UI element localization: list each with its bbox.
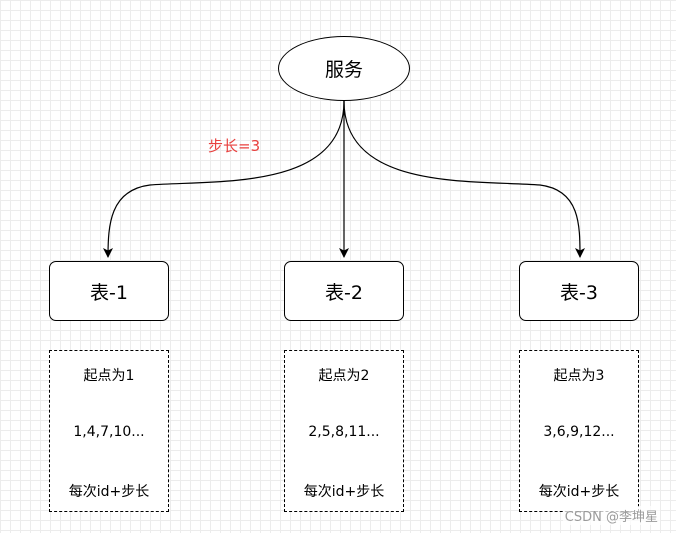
- note-start-2: 起点为2: [318, 368, 370, 384]
- table-node-2: 表-2: [284, 261, 404, 321]
- note-sequence-2: 2,5,8,11...: [308, 424, 380, 440]
- table-label-2: 表-2: [325, 281, 363, 304]
- connector-service-to-table-3: [343, 100, 585, 258]
- service-label: 服务: [324, 59, 363, 81]
- table-node-1: 表-1: [49, 261, 169, 321]
- note-box-2: 起点为2 2,5,8,11... 每次id+步长: [284, 350, 404, 512]
- note-sequence-1: 1,4,7,10...: [73, 424, 145, 440]
- note-start-3: 起点为3: [553, 368, 605, 384]
- table-label-1: 表-1: [90, 281, 128, 304]
- note-start-1: 起点为1: [83, 368, 135, 384]
- note-box-3: 起点为3 3,6,9,12... 每次id+步长: [519, 350, 639, 512]
- note-rule-3: 每次id+步长: [538, 484, 620, 500]
- note-sequence-3: 3,6,9,12...: [543, 424, 615, 440]
- service-node: 服务: [278, 36, 410, 101]
- connector-service-to-table-1: [103, 100, 345, 258]
- note-box-1: 起点为1 1,4,7,10... 每次id+步长: [49, 350, 169, 512]
- step-label: 步长=3: [208, 137, 261, 155]
- note-rule-1: 每次id+步长: [68, 484, 150, 500]
- table-label-3: 表-3: [560, 281, 598, 304]
- note-rule-2: 每次id+步长: [303, 484, 385, 500]
- watermark: CSDN @李坤星: [562, 506, 660, 525]
- table-node-3: 表-3: [519, 261, 639, 321]
